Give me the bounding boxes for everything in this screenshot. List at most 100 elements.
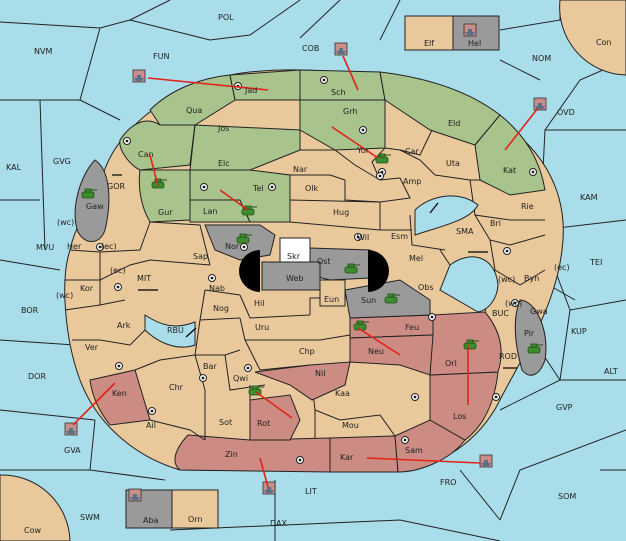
label-orl: Orl <box>445 359 457 368</box>
label-uta: Uta <box>446 159 460 168</box>
supply-center-dot <box>246 366 250 370</box>
region-eun[interactable] <box>319 279 346 307</box>
fleet-unit-icon[interactable] <box>479 454 493 468</box>
label-gvg: GVG <box>53 157 71 166</box>
region-pir[interactable] <box>514 299 547 376</box>
label-ost: Ost <box>317 257 331 266</box>
region-cow[interactable] <box>0 474 71 541</box>
army-unit-icon[interactable] <box>463 339 479 350</box>
label-lit: LIT <box>305 487 317 496</box>
label-hel: Hel <box>468 39 481 48</box>
label-mvu: MVU <box>36 243 54 252</box>
label-rot: Rot <box>257 419 270 428</box>
region-elf[interactable] <box>404 15 454 51</box>
region-rbu-channel[interactable] <box>144 314 196 348</box>
fleet-unit-icon[interactable] <box>463 23 477 37</box>
label-neu: Neu <box>368 347 384 356</box>
supply-center-dot <box>210 276 214 280</box>
label-can: Can <box>138 150 154 159</box>
supply-center-dot <box>242 245 246 249</box>
fleet-unit-icon[interactable] <box>334 42 348 56</box>
region-orn[interactable] <box>171 489 219 529</box>
label-nvm: NVM <box>34 47 52 56</box>
supply-center-dot <box>494 395 498 399</box>
region-sma-channel[interactable] <box>414 195 479 236</box>
region-qua[interactable] <box>149 74 236 126</box>
label-nor: Nor <box>225 242 240 251</box>
label-mel: Mel <box>409 254 423 263</box>
label-byn: Byn <box>524 274 539 283</box>
label-rod: ROD <box>499 352 517 361</box>
label-nab: Nab <box>209 284 225 293</box>
label-zin: Zin <box>225 450 238 459</box>
order-arrow <box>147 77 269 91</box>
supply-center-dot <box>298 458 302 462</box>
region-inner-sea[interactable] <box>439 256 499 313</box>
region-can[interactable] <box>119 120 196 171</box>
move-orders <box>72 55 539 488</box>
army-unit-icon[interactable] <box>375 153 391 164</box>
supply-center-dot <box>116 285 120 289</box>
fleet-unit-icon[interactable] <box>262 481 276 495</box>
army-unit-icon[interactable] <box>384 293 400 304</box>
supply-center-dot <box>270 185 274 189</box>
label-chp: Chp <box>299 347 315 356</box>
label-ec3: (ec) <box>110 266 126 275</box>
army-unit-icon[interactable] <box>344 263 360 274</box>
supply-center-dot <box>378 174 382 178</box>
supply-center-dot <box>150 409 154 413</box>
region-los[interactable] <box>429 371 499 441</box>
order-arrow <box>255 391 293 419</box>
label-sun: Sun <box>361 296 376 305</box>
army-unit-icon[interactable] <box>241 205 257 216</box>
region-nil[interactable] <box>254 361 351 401</box>
label-ail: Ail <box>146 421 156 430</box>
army-unit-icon[interactable] <box>527 343 543 354</box>
label-chr: Chr <box>169 383 184 392</box>
supply-center-dot <box>125 139 129 143</box>
region-con[interactable] <box>559 0 626 76</box>
army-unit-icon[interactable] <box>353 320 369 331</box>
label-rbu: RBU <box>167 326 184 335</box>
fleet-unit-icon[interactable] <box>533 97 547 111</box>
label-bor: BOR <box>21 306 39 315</box>
fleet-unit-icon[interactable] <box>128 488 142 502</box>
fleet-unit-icon[interactable] <box>64 422 78 436</box>
label-hil: Hil <box>254 299 264 308</box>
supply-center-dot <box>531 170 535 174</box>
label-lan: Lan <box>203 207 217 216</box>
label-dor: DOR <box>28 372 46 381</box>
label-qua: Qua <box>186 106 202 115</box>
region-kat[interactable] <box>474 114 546 196</box>
label-kar: Kar <box>340 453 354 462</box>
region-gaw[interactable] <box>74 159 110 242</box>
region-neu[interactable] <box>349 334 434 376</box>
army-unit-icon[interactable] <box>81 188 97 199</box>
region-tel[interactable] <box>189 169 291 223</box>
label-qwi: Qwi <box>233 374 248 383</box>
label-ec2: (ec) <box>554 263 570 272</box>
label-som: SOM <box>558 492 576 501</box>
order-arrow <box>149 154 159 187</box>
region-elc[interactable] <box>189 124 301 171</box>
label-mou: Mou <box>342 421 359 430</box>
label-bri: Bri <box>490 219 501 228</box>
region-grh[interactable] <box>299 99 386 151</box>
order-arrow <box>504 107 539 151</box>
region-ken[interactable] <box>89 369 151 426</box>
region-zin[interactable] <box>174 434 331 473</box>
label-sap: Sap <box>193 252 208 261</box>
army-unit-icon[interactable] <box>236 233 252 244</box>
fleet-unit-icon[interactable] <box>132 69 146 83</box>
label-rie: Rie <box>521 202 534 211</box>
label-mit: MIT <box>137 274 151 283</box>
region-rot[interactable] <box>249 394 301 441</box>
label-sam: Sam <box>405 446 423 455</box>
label-tel: Tel <box>252 184 264 193</box>
label-gvp: GVP <box>556 403 573 412</box>
label-jos: Jos <box>217 124 229 133</box>
region-black-west <box>239 250 260 292</box>
supply-center-dot <box>430 315 434 319</box>
supply-center-dot <box>403 438 407 442</box>
